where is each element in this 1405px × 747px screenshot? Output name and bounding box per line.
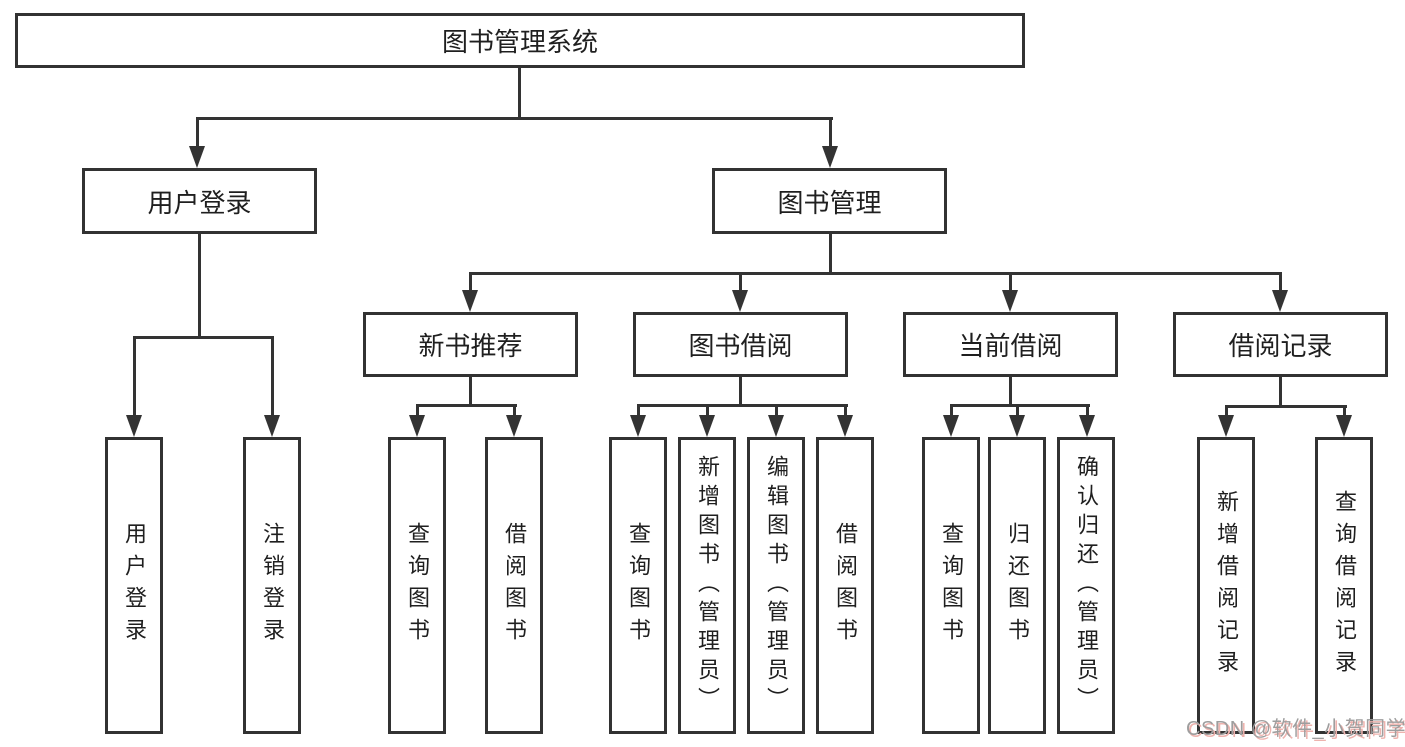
connector-line — [739, 377, 742, 407]
leaf-return-books: 归还图书 — [988, 437, 1046, 734]
arrowhead-icon — [126, 415, 142, 437]
connector-line — [1086, 404, 1089, 417]
connector-line — [829, 117, 832, 148]
leaf-logout: 注销登录 — [243, 437, 301, 734]
connector-line — [513, 404, 516, 417]
connector-line — [196, 117, 199, 148]
csdn-watermark: CSDN @软件_小贺同学 — [1186, 718, 1405, 740]
connector-line — [637, 404, 640, 417]
node-book-borrowing: 图书借阅 — [633, 312, 848, 377]
connector-line — [829, 234, 832, 275]
connector-line — [1279, 377, 1282, 408]
arrowhead-icon — [409, 415, 425, 437]
arrowhead-icon — [1079, 415, 1095, 437]
connector-line — [1279, 272, 1282, 292]
arrowhead-icon — [1002, 290, 1018, 312]
arrowhead-icon — [768, 415, 784, 437]
connector-line — [1009, 377, 1012, 407]
leaf-confirm-return-admin: 确认归还（管理员） — [1057, 437, 1115, 734]
connector-line — [416, 404, 419, 417]
connector-line — [469, 377, 472, 407]
connector-line — [469, 272, 1282, 275]
arrowhead-icon — [1218, 415, 1234, 437]
arrowhead-icon — [1009, 415, 1025, 437]
leaf-borrow-books-1: 借阅图书 — [485, 437, 543, 734]
leaf-query-books-3: 查询图书 — [922, 437, 980, 734]
arrowhead-icon — [943, 415, 959, 437]
connector-line — [950, 404, 1090, 407]
arrowhead-icon — [837, 415, 853, 437]
leaf-user-login: 用户登录 — [105, 437, 163, 734]
connector-line — [271, 336, 274, 417]
connector-line — [950, 404, 953, 417]
connector-line — [196, 117, 833, 120]
leaf-edit-books-admin: 编辑图书（管理员） — [747, 437, 805, 734]
leaf-add-books-admin: 新增图书（管理员） — [678, 437, 736, 734]
connector-line — [133, 336, 274, 339]
arrowhead-icon — [699, 415, 715, 437]
arrowhead-icon — [189, 146, 205, 168]
connector-line — [518, 68, 521, 120]
leaf-query-borrow-record: 查询借阅记录 — [1315, 437, 1373, 734]
leaf-borrow-books-2: 借阅图书 — [816, 437, 874, 734]
connector-line — [637, 404, 848, 407]
connector-line — [469, 272, 472, 292]
arrowhead-icon — [462, 290, 478, 312]
arrowhead-icon — [264, 415, 280, 437]
node-borrow-records: 借阅记录 — [1173, 312, 1388, 377]
connector-line — [1016, 404, 1019, 417]
node-current-borrowing: 当前借阅 — [903, 312, 1118, 377]
connector-line — [1225, 405, 1228, 417]
node-book-management: 图书管理 — [712, 168, 947, 234]
connector-line — [775, 404, 778, 417]
node-new-book-recommend: 新书推荐 — [363, 312, 578, 377]
arrowhead-icon — [506, 415, 522, 437]
leaf-query-books-2: 查询图书 — [609, 437, 667, 734]
node-root: 图书管理系统 — [15, 13, 1025, 68]
arrowhead-icon — [732, 290, 748, 312]
connector-line — [416, 404, 517, 407]
arrowhead-icon — [822, 146, 838, 168]
connector-line — [1009, 272, 1012, 292]
arrowhead-icon — [630, 415, 646, 437]
connector-line — [844, 404, 847, 417]
arrowhead-icon — [1272, 290, 1288, 312]
leaf-add-borrow-record: 新增借阅记录 — [1197, 437, 1255, 734]
connector-line — [739, 272, 742, 292]
connector-line — [706, 404, 709, 417]
leaf-query-books-1: 查询图书 — [388, 437, 446, 734]
connector-line — [1225, 405, 1347, 408]
connector-line — [1343, 405, 1346, 417]
node-user-login: 用户登录 — [82, 168, 317, 234]
arrowhead-icon — [1336, 415, 1352, 437]
connector-line — [133, 336, 136, 417]
connector-line — [198, 234, 201, 339]
